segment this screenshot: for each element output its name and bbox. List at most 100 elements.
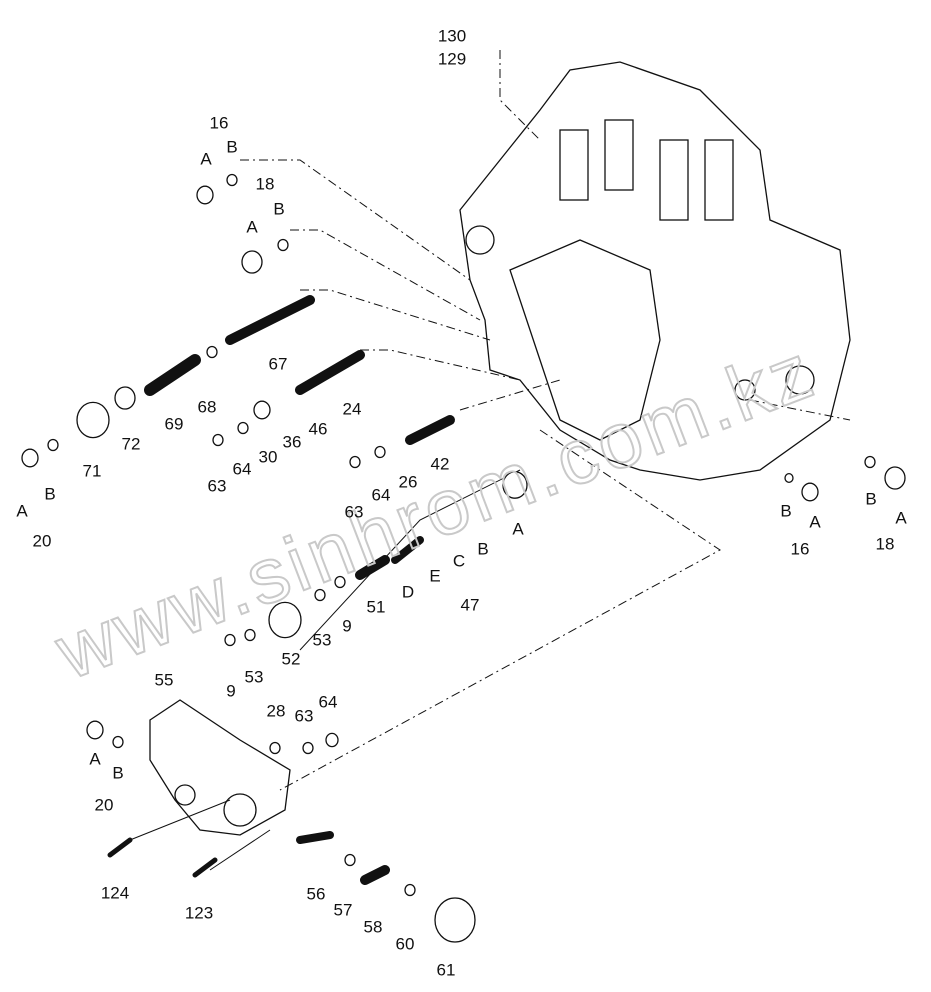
callout-64: 64 bbox=[233, 459, 252, 478]
callout-B: B bbox=[273, 199, 284, 218]
part-shape bbox=[107, 837, 133, 858]
part-shape bbox=[114, 386, 136, 410]
callout-57: 57 bbox=[334, 900, 353, 919]
part-shape bbox=[344, 853, 356, 867]
part-shape bbox=[784, 472, 794, 484]
callout-123: 123 bbox=[185, 903, 213, 922]
callout-B: B bbox=[44, 484, 55, 503]
part-shape bbox=[21, 448, 39, 468]
callout-56: 56 bbox=[307, 884, 326, 903]
part-shape bbox=[192, 857, 218, 878]
callout-71: 71 bbox=[83, 461, 102, 480]
callout-A: A bbox=[512, 519, 524, 538]
callout-C: C bbox=[453, 551, 465, 570]
part-shape bbox=[206, 345, 218, 359]
callout-B: B bbox=[112, 763, 123, 782]
callout-55: 55 bbox=[155, 670, 174, 689]
callout-52: 52 bbox=[282, 649, 301, 668]
callout-B: B bbox=[865, 489, 876, 508]
part-shape bbox=[76, 401, 110, 439]
callout-28: 28 bbox=[267, 701, 286, 720]
part-shape bbox=[277, 238, 289, 252]
callout-124: 124 bbox=[101, 883, 129, 902]
callout-A: A bbox=[16, 501, 28, 520]
part-shape bbox=[374, 445, 386, 459]
callout-42: 42 bbox=[431, 454, 450, 473]
callout-B: B bbox=[477, 539, 488, 558]
callout-53: 53 bbox=[313, 630, 332, 649]
callout-D: D bbox=[402, 582, 414, 601]
callout-60: 60 bbox=[396, 934, 415, 953]
part-shape bbox=[302, 741, 314, 755]
small-parts bbox=[21, 173, 906, 943]
leader-lines bbox=[129, 50, 851, 871]
callout-61: 61 bbox=[437, 960, 456, 979]
part-shape bbox=[241, 250, 263, 274]
callout-47: 47 bbox=[461, 595, 480, 614]
callout-36: 36 bbox=[283, 432, 302, 451]
callout-A: A bbox=[809, 512, 821, 531]
part-shape bbox=[237, 421, 249, 435]
callout-63: 63 bbox=[295, 706, 314, 725]
valve-body bbox=[459, 61, 851, 481]
part-shape bbox=[196, 185, 214, 205]
part-shape bbox=[269, 741, 281, 755]
cover-55 bbox=[149, 699, 291, 836]
callout-68: 68 bbox=[198, 397, 217, 416]
part-shape bbox=[325, 732, 339, 748]
part-shape bbox=[334, 575, 346, 589]
callout-64: 64 bbox=[372, 485, 391, 504]
part-shape bbox=[296, 831, 334, 844]
part-shape bbox=[360, 865, 390, 885]
part-shape bbox=[349, 455, 361, 469]
callout-129: 129 bbox=[438, 49, 466, 68]
part-shape bbox=[314, 588, 326, 602]
callout-18: 18 bbox=[876, 534, 895, 553]
part-shape bbox=[144, 354, 201, 396]
callout-69: 69 bbox=[165, 414, 184, 433]
part-shape bbox=[86, 720, 104, 740]
part-shape bbox=[224, 633, 236, 647]
callout-24: 24 bbox=[343, 399, 362, 418]
callout-16: 16 bbox=[791, 539, 810, 558]
callout-20: 20 bbox=[95, 795, 114, 814]
callout-20: 20 bbox=[33, 531, 52, 550]
callout-63: 63 bbox=[208, 476, 227, 495]
part-shape bbox=[864, 455, 876, 469]
callout-A: A bbox=[89, 749, 101, 768]
callout-72: 72 bbox=[122, 434, 141, 453]
part-shape bbox=[391, 536, 424, 564]
part-shape bbox=[212, 433, 224, 447]
part-shape bbox=[502, 471, 528, 499]
callout-51: 51 bbox=[367, 597, 386, 616]
part-shape bbox=[404, 883, 416, 897]
callout-58: 58 bbox=[364, 917, 383, 936]
callout-16: 16 bbox=[210, 113, 229, 132]
callout-E: E bbox=[429, 566, 440, 585]
callout-53: 53 bbox=[245, 667, 264, 686]
callout-9: 9 bbox=[342, 616, 351, 635]
callout-A: A bbox=[200, 149, 212, 168]
callout-9: 9 bbox=[226, 681, 235, 700]
callout-46: 46 bbox=[309, 419, 328, 438]
callout-18: 18 bbox=[256, 174, 275, 193]
callout-63: 63 bbox=[345, 502, 364, 521]
part-shape bbox=[253, 400, 271, 420]
part-shape bbox=[226, 173, 238, 187]
part-shape bbox=[268, 601, 302, 639]
part-shape bbox=[225, 295, 315, 345]
callout-67: 67 bbox=[269, 354, 288, 373]
part-shape bbox=[884, 466, 906, 490]
part-shape bbox=[405, 415, 455, 445]
part-shape bbox=[355, 555, 390, 580]
part-shape bbox=[801, 482, 819, 502]
callout-30: 30 bbox=[259, 447, 278, 466]
part-shape bbox=[244, 628, 256, 642]
callout-130: 130 bbox=[438, 26, 466, 45]
callout-B: B bbox=[226, 137, 237, 156]
callout-labels: 13012916AB18AB67686972712446363064634226… bbox=[16, 26, 907, 979]
part-shape bbox=[295, 350, 365, 395]
part-shape bbox=[47, 438, 59, 452]
